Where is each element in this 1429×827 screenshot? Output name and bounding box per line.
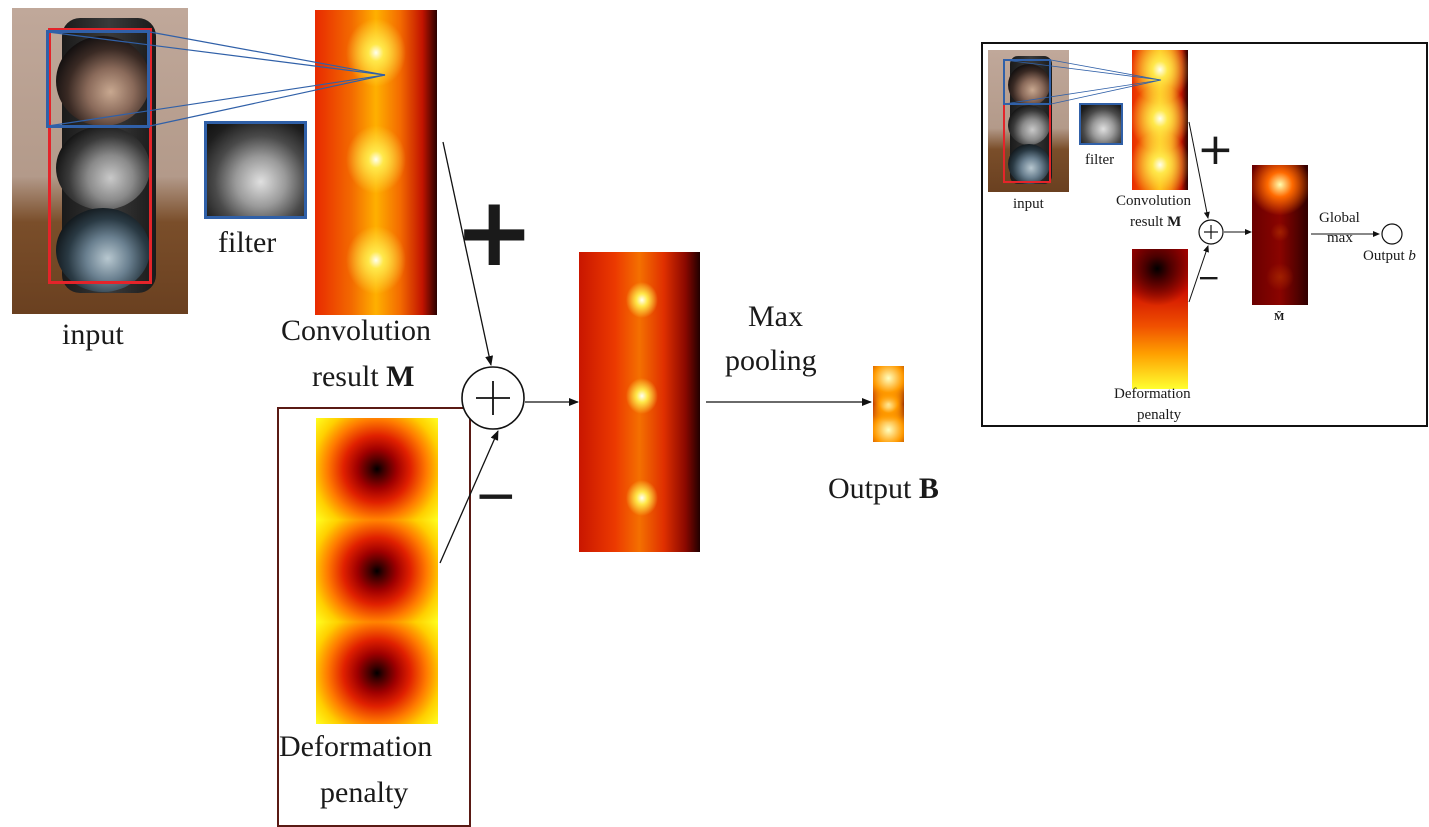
inset-middle-lamp bbox=[1008, 105, 1050, 145]
minus-sign: − bbox=[474, 466, 518, 526]
filter-box bbox=[204, 121, 307, 219]
inset-filter-label: filter bbox=[1085, 152, 1115, 168]
projection-lines bbox=[47, 31, 386, 127]
inset-convolution-label-line1: Convolution bbox=[1116, 193, 1192, 209]
inset-conv-to-sum-arrow bbox=[1188, 121, 1210, 219]
output-heatmap bbox=[873, 366, 904, 442]
input-label: input bbox=[62, 318, 124, 351]
max-pooling-label-line1: Max bbox=[748, 300, 803, 333]
inset-mtilde-label: M̃ bbox=[1274, 311, 1285, 323]
inset-filter-window-box bbox=[1003, 59, 1051, 105]
penalty-to-sum-arrow bbox=[439, 430, 499, 564]
inset-output-node bbox=[1381, 223, 1403, 245]
convolution-label-line1: Convolution bbox=[281, 314, 432, 347]
inset-deformation-label-line1: Deformation bbox=[1114, 386, 1191, 402]
middle-lamp bbox=[56, 126, 150, 210]
inset-deformation-heatmap bbox=[1132, 249, 1188, 389]
top-lamp bbox=[56, 36, 150, 126]
inset-filter-image bbox=[1079, 103, 1123, 145]
conv-to-sum-arrow bbox=[442, 141, 494, 366]
inset-minus-sign: − bbox=[1197, 261, 1221, 294]
inset-filter-box bbox=[1079, 103, 1123, 145]
convolution-heatmap bbox=[315, 10, 437, 315]
max-pooling-label-line2: pooling bbox=[725, 344, 817, 377]
inset-mtilde-heatmap bbox=[1252, 165, 1308, 305]
inset-global-max-line1: Global bbox=[1319, 210, 1360, 226]
inset-bottom-lamp bbox=[1008, 144, 1050, 184]
inset-connectors bbox=[1003, 59, 1403, 303]
inset-input-label: input bbox=[1013, 196, 1044, 212]
input-image bbox=[12, 8, 188, 314]
inset-panel: input filter Convolution result M + − De… bbox=[981, 42, 1428, 427]
penalty-cell-3 bbox=[316, 621, 438, 724]
plus-sign: + bbox=[454, 176, 535, 288]
inset-plus-sign: + bbox=[1197, 124, 1234, 175]
convolution-label-line2: result M bbox=[312, 360, 415, 393]
deformation-heatmap bbox=[316, 418, 438, 724]
input-region-box bbox=[48, 28, 152, 284]
inset-convolution-label-line2: result M bbox=[1130, 214, 1182, 230]
penalty-cell-1 bbox=[316, 418, 438, 520]
inset-input-image bbox=[988, 50, 1069, 192]
inset-top-lamp bbox=[1008, 64, 1050, 106]
penalty-cell-2 bbox=[316, 519, 438, 622]
bottom-lamp bbox=[56, 208, 150, 292]
deformation-label-line2: penalty bbox=[320, 776, 409, 809]
inset-convolution-heatmap bbox=[1132, 50, 1188, 190]
inset-output-label: Output b bbox=[1363, 248, 1416, 264]
inset-penalty-to-sum-arrow bbox=[1188, 245, 1209, 303]
inset-projection-lines bbox=[1003, 59, 1162, 105]
filter-window-box bbox=[46, 30, 150, 128]
filter-image bbox=[204, 121, 307, 219]
deformation-label-line1: Deformation bbox=[279, 730, 433, 763]
summed-heatmap bbox=[579, 252, 700, 552]
inset-deformation-label-line2: penalty bbox=[1137, 407, 1182, 423]
filter-label: filter bbox=[218, 226, 277, 259]
output-label: Output B bbox=[828, 472, 939, 505]
